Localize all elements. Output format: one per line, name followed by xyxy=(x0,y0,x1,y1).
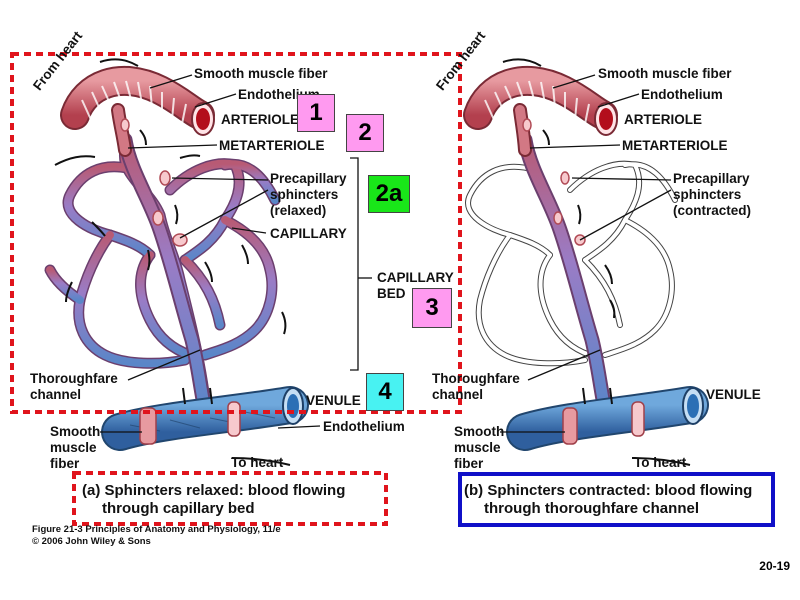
badge-2a: 2a xyxy=(368,175,410,213)
precapillary-sphincters-contracted xyxy=(522,118,586,246)
smooth-a-line1: Smooth xyxy=(50,424,101,439)
thoroughfare-channel-b xyxy=(519,134,611,416)
badge-4: 4 xyxy=(366,373,404,411)
smooth-a-line2: muscle xyxy=(50,440,97,455)
smooth-muscle-label-b: Smooth muscle fiber xyxy=(454,424,504,472)
precap-b-line3: (contracted) xyxy=(673,203,752,218)
precap-b-line1: Precapillary xyxy=(673,171,750,186)
flow-arrows-b xyxy=(502,58,691,466)
caption-a-line1: (a) Sphincters relaxed: blood flowing xyxy=(82,482,346,499)
leader-lines-b xyxy=(500,74,672,433)
thoroughfare-b-line1: Thoroughfare xyxy=(432,371,520,386)
to-heart-label-b: To heart xyxy=(634,455,687,470)
caption-a: (a) Sphincters relaxed: blood flowing th… xyxy=(82,482,345,518)
precapillary-label-b: Precapillary sphincters (contracted) xyxy=(673,171,751,219)
panel-a-highlight-frame xyxy=(10,52,462,414)
credit-line2: © 2006 John Wiley & Sons xyxy=(32,536,151,547)
thoroughfare-a-line1: Thoroughfare xyxy=(30,371,118,386)
credit-line1: Figure 21-3 Principles of Anatomy and Ph… xyxy=(32,524,281,535)
arteriole-label-b: ARTERIOLE xyxy=(624,112,703,127)
precapillary-sphincters-relaxed xyxy=(120,118,188,247)
arteriole-label-a: ARTERIOLE xyxy=(221,112,300,127)
smooth-muscle-fiber-label-b: Smooth muscle fiber xyxy=(598,66,732,81)
flow-arrows-a xyxy=(54,58,291,466)
venule-label-a: VENULE xyxy=(306,393,361,408)
panel-b-illustration xyxy=(463,58,709,466)
badge-3: 3 xyxy=(412,288,452,328)
caption-a-line2: through capillary bed xyxy=(102,500,255,517)
smooth-muscle-label-a: Smooth muscle fiber xyxy=(50,424,100,472)
caption-b-line1: (b) Sphincters contracted: blood flowing xyxy=(464,482,753,499)
leader-lines-a xyxy=(100,74,372,433)
smooth-b-line2: muscle xyxy=(454,440,501,455)
badge-1: 1 xyxy=(297,94,335,132)
figure-credit: Figure 21-3 Principles of Anatomy and Ph… xyxy=(32,524,281,548)
caption-b-line2: through thoroughfare channel xyxy=(484,500,699,517)
caption-a-frame xyxy=(72,471,388,526)
endothelium-bottom-label-a: Endothelium xyxy=(323,419,405,434)
thoroughfare-b-line2: channel xyxy=(432,387,484,402)
arteriole-a xyxy=(60,66,215,157)
caption-b: (b) Sphincters contracted: blood flowing… xyxy=(464,482,752,518)
caption-b-frame xyxy=(458,472,775,527)
capillary-network xyxy=(46,146,279,404)
precapillary-label-a: Precapillary sphincters (relaxed) xyxy=(270,171,347,219)
smooth-muscle-fiber-label-a: Smooth muscle fiber xyxy=(194,66,328,81)
precap-b-line2: sphincters xyxy=(673,187,742,202)
smooth-b-line3: fiber xyxy=(454,456,484,471)
capillary-label-a: CAPILLARY xyxy=(270,226,347,241)
precap-a-line2: sphincters xyxy=(270,187,339,202)
thoroughfare-channel xyxy=(119,134,211,416)
metarteriole-label-b: METARTERIOLE xyxy=(622,138,728,153)
thoroughfare-a-line2: channel xyxy=(30,387,82,402)
thoroughfare-label-a: Thoroughfare channel xyxy=(30,371,118,403)
capillary-network-empty xyxy=(466,161,677,366)
precap-a-line1: Precapillary xyxy=(270,171,347,186)
capillary-bed-line2: BED xyxy=(377,286,406,301)
endothelium-label-b: Endothelium xyxy=(641,87,723,102)
smooth-a-line3: fiber xyxy=(50,456,80,471)
venule-b xyxy=(506,386,709,451)
metarteriole-label-a: METARTERIOLE xyxy=(219,138,325,153)
capillary-bed-line1: CAPILLARY xyxy=(377,270,454,285)
precap-a-line3: (relaxed) xyxy=(270,203,327,218)
arteriole-b xyxy=(463,66,618,157)
panel-a-illustration xyxy=(44,58,372,466)
badge-2: 2 xyxy=(346,114,384,152)
capillary-bed-label: CAPILLARY BED xyxy=(377,270,454,302)
smooth-b-line1: Smooth xyxy=(454,424,505,439)
venule-label-b: VENULE xyxy=(706,387,761,402)
thoroughfare-label-b: Thoroughfare channel xyxy=(432,371,520,403)
to-heart-label-a: To heart xyxy=(231,455,284,470)
page-number: 20-19 xyxy=(759,559,790,573)
